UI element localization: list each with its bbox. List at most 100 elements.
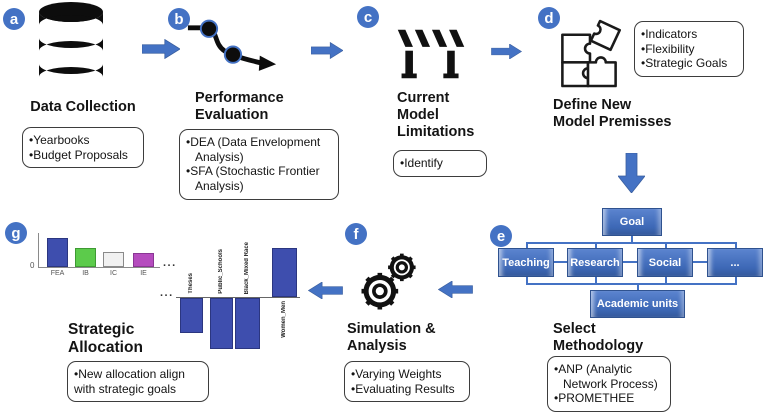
tree-alternatives-node: Academic units [590, 290, 685, 318]
tree-connector-line [623, 261, 637, 263]
allocation-bar-chart-deviation: ... Theses Public_Schools Black_Mixed Race… [160, 240, 308, 355]
step-a-title: Data Collection [30, 99, 136, 115]
tree-connector-line [526, 283, 737, 285]
chart1-bar-IC [103, 252, 124, 267]
chart2-bar-Black_Mixed_Race [235, 298, 260, 349]
step-c-title: Current Model Limitations [397, 90, 474, 141]
step-b-badge: b [168, 8, 190, 30]
note-item: ANP (Analytic Network Process) [554, 362, 664, 391]
chart2-bar-Public_Schools [210, 298, 233, 349]
step-c-notes: Identify [393, 150, 487, 177]
arrow-left-icon [438, 281, 473, 298]
title-line: Methodology [553, 338, 644, 355]
chart1-bar-FEA [47, 238, 68, 267]
title-line: Define New [553, 97, 632, 113]
tree-connector-line [693, 261, 707, 263]
chart2-tick-label: Women_Men [280, 301, 287, 338]
note-item: SFA (Stochastic Frontier Analysis) [186, 164, 332, 193]
title-line: Strategic [68, 321, 135, 338]
tree-connector-line [665, 243, 667, 248]
title-line: Model Premisses [553, 114, 672, 131]
step-g-badge: g [5, 222, 27, 244]
step-d-notes: Indicators Flexibility Strategic Goals [634, 21, 744, 77]
chart2-bar-Women_Men [272, 248, 297, 297]
step-f-title: Simulation & Analysis [347, 321, 436, 355]
tree-goal-node: Goal [602, 208, 662, 236]
step-e-notes: ANP (Analytic Network Process) PROMETHEE [547, 356, 671, 412]
note-item: Yearbooks [29, 133, 137, 148]
title-line: Performance [195, 90, 284, 106]
step-e-badge: e [490, 225, 512, 247]
title-line: Limitations [397, 124, 475, 141]
step-d-badge: d [538, 7, 560, 29]
step-a-notes: Yearbooks Budget Proposals [22, 127, 144, 169]
title-line: Allocation [68, 339, 143, 357]
title-line: Evaluation [195, 107, 269, 124]
chart1-tick-label: IB [82, 270, 89, 277]
chart1-ellipsis: ... [163, 257, 177, 269]
step-g-notes: New allocation align with strategic goal… [67, 361, 209, 403]
arrow-down-icon [618, 153, 645, 193]
puzzle-icon [561, 19, 621, 88]
chart2-tick-label: Public_Schools [217, 249, 224, 294]
chart2-x-axis [176, 297, 300, 298]
note-item: Varying Weights [351, 367, 463, 382]
arrow-right-icon [142, 39, 180, 59]
note-item: New allocation align with strategic goal… [74, 367, 202, 396]
tree-connector-line [526, 277, 528, 284]
chart1-bar-IE [133, 253, 154, 267]
tree-criterion-research: Research [567, 248, 623, 277]
chart1-zero-label: 0 [30, 261, 35, 270]
tree-connector-line [526, 242, 737, 244]
note-item: Identify [400, 156, 480, 171]
barrier-icon [397, 29, 465, 79]
title-line: Select [553, 321, 596, 337]
step-a-badge: a [3, 8, 25, 30]
chart2-bar-Theses [180, 298, 203, 333]
declining-curve-icon [187, 19, 277, 71]
tree-connector-line [631, 236, 633, 243]
chart1-tick-label: FEA [50, 270, 65, 277]
step-b-title: Performance Evaluation [195, 90, 284, 124]
tree-connector-line [637, 284, 639, 290]
note-item: Evaluating Results [351, 382, 463, 397]
title-line: Current [397, 90, 450, 106]
tree-connector-line [595, 277, 597, 284]
tree-connector-line [526, 243, 528, 248]
note-item: PROMETHEE [554, 391, 664, 406]
arrow-right-icon [311, 42, 343, 59]
title-line: Analysis [347, 338, 407, 355]
arrow-left-icon [307, 282, 343, 299]
tree-connector-line [595, 243, 597, 248]
step-f-notes: Varying Weights Evaluating Results [344, 361, 470, 403]
title-line: Model [397, 107, 439, 124]
chart1-x-axis [38, 267, 160, 268]
step-d-title: Define New Model Premisses [553, 97, 671, 131]
note-item: DEA (Data Envelopment Analysis) [186, 135, 332, 164]
note-item: Flexibility [641, 42, 737, 57]
step-c-badge: c [357, 6, 379, 28]
chart2-tick-label: Theses [187, 273, 194, 294]
tree-connector-line [554, 261, 567, 263]
chart2-ellipsis: ... [160, 287, 174, 299]
step-g-title: Strategic Allocation [68, 321, 143, 358]
title-line: Simulation & [347, 321, 436, 337]
chart1-tick-label: IE [140, 270, 147, 277]
step-f-badge: f [345, 223, 367, 245]
database-icon [39, 2, 103, 77]
tree-connector-line [735, 277, 737, 284]
tree-criterion-more: ... [707, 248, 763, 277]
tree-criterion-teaching: Teaching [498, 248, 554, 277]
chart2-tick-label: Black_Mixed Race [243, 241, 250, 294]
note-item: Strategic Goals [641, 56, 737, 71]
note-item: Indicators [641, 27, 737, 42]
chart1-bar-IB [75, 248, 96, 267]
tree-connector-line [665, 277, 667, 284]
arrow-right-icon [491, 44, 522, 59]
step-e-title: Select Methodology [553, 321, 643, 355]
gears-icon [361, 253, 416, 310]
chart1-y-axis [38, 233, 39, 268]
step-b-notes: DEA (Data Envelopment Analysis) SFA (Sto… [179, 129, 339, 200]
